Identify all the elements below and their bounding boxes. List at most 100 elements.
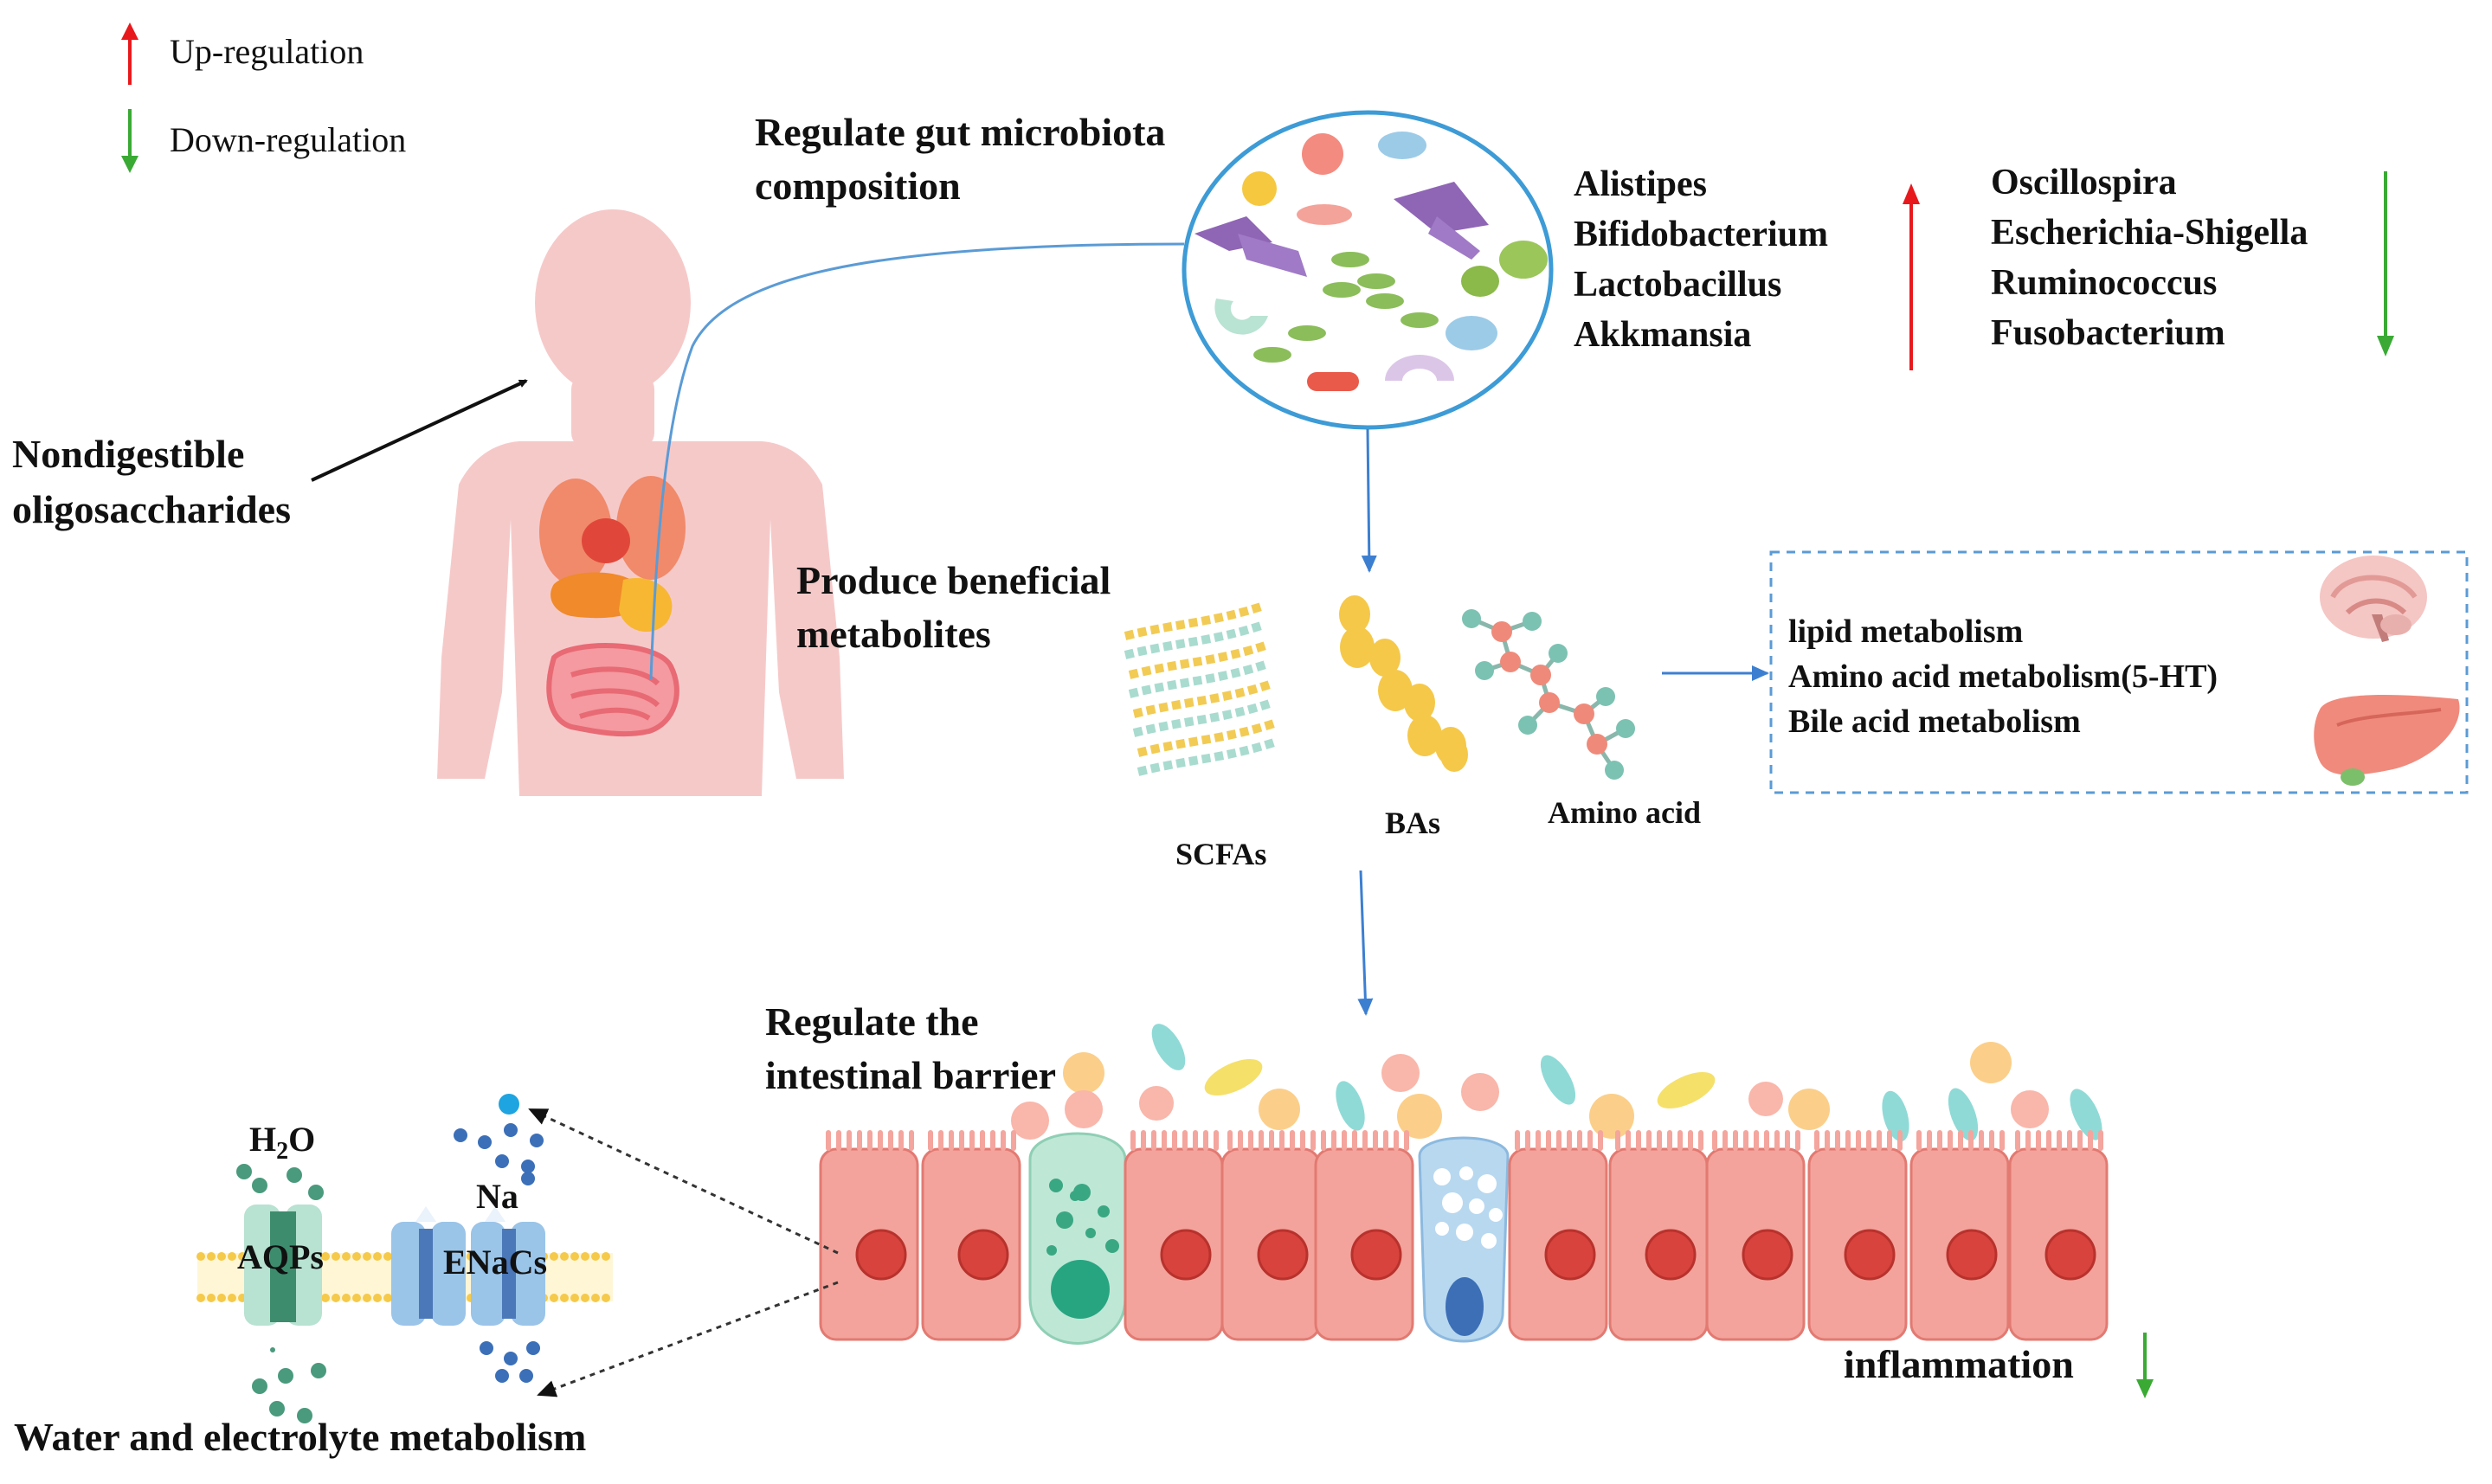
microbiota-circle: [1182, 110, 1554, 430]
lipid-head: [332, 1294, 340, 1302]
metabolism-effects-list: lipid metabolism Amino acid metabolism(5…: [1788, 609, 2218, 744]
vesicle: [1478, 1174, 1497, 1193]
lipid-head: [228, 1252, 236, 1261]
vesicle: [1469, 1198, 1484, 1214]
up-genus: Lactobacillus: [1574, 265, 1782, 305]
microvillus: [1814, 1130, 1819, 1151]
microvillus: [2077, 1130, 2083, 1151]
genera-down-arrow-icon: [2377, 171, 2394, 357]
microvillus: [1723, 1130, 1728, 1151]
down-genera-list: Oscillospira Escherichia-Shigella Rumino…: [1991, 161, 2308, 355]
inflammation-label: inflammation: [1844, 1342, 2074, 1386]
vesicle: [1459, 1166, 1473, 1180]
granule: [1049, 1179, 1063, 1192]
microvillus: [990, 1130, 995, 1151]
down-genus: Fusobacterium: [1991, 313, 2225, 353]
microvillus: [969, 1130, 975, 1151]
microvillus: [1646, 1130, 1652, 1151]
microvillus: [1130, 1130, 1136, 1151]
lipid-head: [342, 1252, 351, 1261]
microvillus: [1151, 1130, 1156, 1151]
lipid-head: [570, 1294, 579, 1302]
microvillus: [1626, 1130, 1631, 1151]
effect-item: lipid metabolism: [1788, 614, 2024, 650]
h2o-label: H2O: [249, 1118, 315, 1173]
bacteria-icons: [1194, 132, 1548, 391]
lipid-head: [196, 1252, 205, 1261]
microvillus: [1948, 1130, 1953, 1151]
microvillus: [2036, 1130, 2041, 1151]
aqps-label: AQPs: [237, 1237, 324, 1276]
microvillus: [847, 1130, 852, 1151]
h2o-h: H: [249, 1120, 277, 1159]
microvillus: [1825, 1130, 1830, 1151]
microvillus: [2098, 1130, 2103, 1151]
microvillus: [1567, 1130, 1572, 1151]
microvillus: [1259, 1130, 1264, 1151]
up-arrow-icon: [121, 22, 138, 85]
microvillus: [1362, 1130, 1368, 1151]
vesicle: [1433, 1168, 1451, 1185]
microvillus: [2067, 1130, 2072, 1151]
microvillus: [1515, 1130, 1520, 1151]
lipid-head: [342, 1294, 351, 1302]
microvillus: [909, 1130, 914, 1151]
metabolites-title: Produce beneficial metabolites: [796, 556, 1111, 659]
input-line1: Nondigestible: [12, 432, 245, 476]
metabolites-title-line1: Produce beneficial: [796, 558, 1111, 602]
amino-acid-icon: [1462, 609, 1635, 780]
cell-nucleus: [1446, 1277, 1484, 1336]
microvillus: [1331, 1130, 1336, 1151]
microvillus: [1577, 1130, 1582, 1151]
lipid-head: [560, 1252, 569, 1261]
sodium-ions: [454, 1094, 544, 1383]
lipid-head: [196, 1294, 205, 1302]
scfas-label: SCFAs: [1175, 837, 1267, 871]
lipid-head: [363, 1252, 371, 1261]
microvillus: [1290, 1130, 1295, 1151]
lipid-head: [228, 1294, 236, 1302]
microvillus: [1937, 1130, 1942, 1151]
bas-icon: [1339, 595, 1468, 772]
input-line2: oligosaccharides: [12, 487, 291, 531]
barrier-title: Regulate the intestinal barrier: [765, 997, 1056, 1101]
h2o-subscript: 2: [276, 1138, 289, 1165]
water-title: Water and electrolyte metabolism: [14, 1415, 587, 1459]
vesicle: [1456, 1224, 1473, 1241]
microvillus: [826, 1130, 831, 1151]
microvillus: [1754, 1130, 1759, 1151]
microvillus: [1764, 1130, 1769, 1151]
amino-acid-label: Amino acid: [1548, 795, 1702, 830]
microvillus: [1877, 1130, 1882, 1151]
microvillus: [1162, 1130, 1167, 1151]
up-genus: Akkmansia: [1574, 315, 1752, 355]
microvillus: [938, 1130, 943, 1151]
water-molecules: [236, 1164, 326, 1423]
lipid-head: [591, 1294, 600, 1302]
cell-nucleus: [957, 1229, 1009, 1281]
microvillus: [1214, 1130, 1219, 1151]
h2o-o: O: [288, 1120, 316, 1159]
inflammation-down-arrow-icon: [2136, 1333, 2154, 1398]
microvillus: [1203, 1130, 1208, 1151]
lipid-head: [581, 1252, 589, 1261]
microvillus: [1310, 1130, 1316, 1151]
microvillus: [1587, 1130, 1593, 1151]
effect-item: Bile acid metabolism: [1788, 703, 2081, 740]
microvillus: [980, 1130, 985, 1151]
down-genus: Escherichia-Shigella: [1991, 213, 2308, 253]
microvillus: [1227, 1130, 1233, 1151]
cell-nucleus: [1946, 1229, 1998, 1281]
microvillus: [1001, 1130, 1006, 1151]
intake-arrow: [311, 379, 528, 482]
microvillus: [1011, 1130, 1016, 1151]
barrier-title-line2: intestinal barrier: [765, 1053, 1056, 1097]
microvillus: [1897, 1130, 1903, 1151]
microvillus: [878, 1130, 883, 1151]
cell-nucleus: [1350, 1229, 1402, 1281]
microvillus: [867, 1130, 873, 1151]
barrier-to-enac-arrow-top: [528, 1108, 839, 1255]
lipid-head: [602, 1252, 610, 1261]
cell-nucleus: [1844, 1229, 1896, 1281]
microvillus: [1279, 1130, 1285, 1151]
